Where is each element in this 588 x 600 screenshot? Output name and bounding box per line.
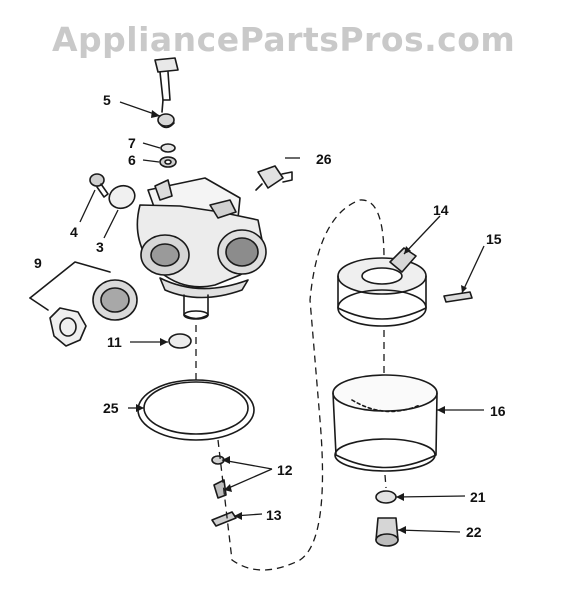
part-14-float — [337, 247, 427, 327]
callout-7: 7 — [128, 135, 136, 151]
callout-21: 21 — [470, 489, 486, 505]
part-9-bowl-assembly — [29, 261, 138, 347]
part-7-washer — [160, 143, 176, 153]
callout-26: 26 — [316, 151, 332, 167]
part-5-throttle-link — [154, 57, 179, 129]
part-11-cap — [168, 333, 192, 349]
callout-13: 13 — [266, 507, 282, 523]
callout-16: 16 — [490, 403, 506, 419]
part-4-screw — [89, 173, 109, 198]
leader-lines — [79, 101, 485, 533]
callout-15: 15 — [486, 231, 502, 247]
carburetor-body — [136, 177, 267, 320]
part-3-plate — [108, 184, 136, 210]
part-12-needle-seat — [211, 455, 227, 499]
callout-14: 14 — [433, 202, 449, 218]
callout-25: 25 — [103, 400, 119, 416]
part-22-bowl-nut — [375, 517, 399, 547]
callout-9: 9 — [34, 255, 42, 271]
part-15-pin — [443, 291, 473, 303]
callout-4: 4 — [70, 224, 78, 240]
callout-12: 12 — [277, 462, 293, 478]
callout-5: 5 — [103, 92, 111, 108]
part-26-fitting — [255, 165, 293, 191]
part-25-gasket-ring — [137, 379, 255, 441]
callout-3: 3 — [96, 239, 104, 255]
assembly-lines — [195, 199, 387, 571]
watermark: AppliancePartsPros.com — [52, 20, 516, 59]
part-21-gasket — [375, 490, 397, 504]
part-16-float-bowl — [332, 374, 438, 472]
callout-6: 6 — [128, 152, 136, 168]
callout-22: 22 — [466, 524, 482, 540]
callout-11: 11 — [107, 334, 122, 350]
part-13-clip — [211, 511, 237, 527]
